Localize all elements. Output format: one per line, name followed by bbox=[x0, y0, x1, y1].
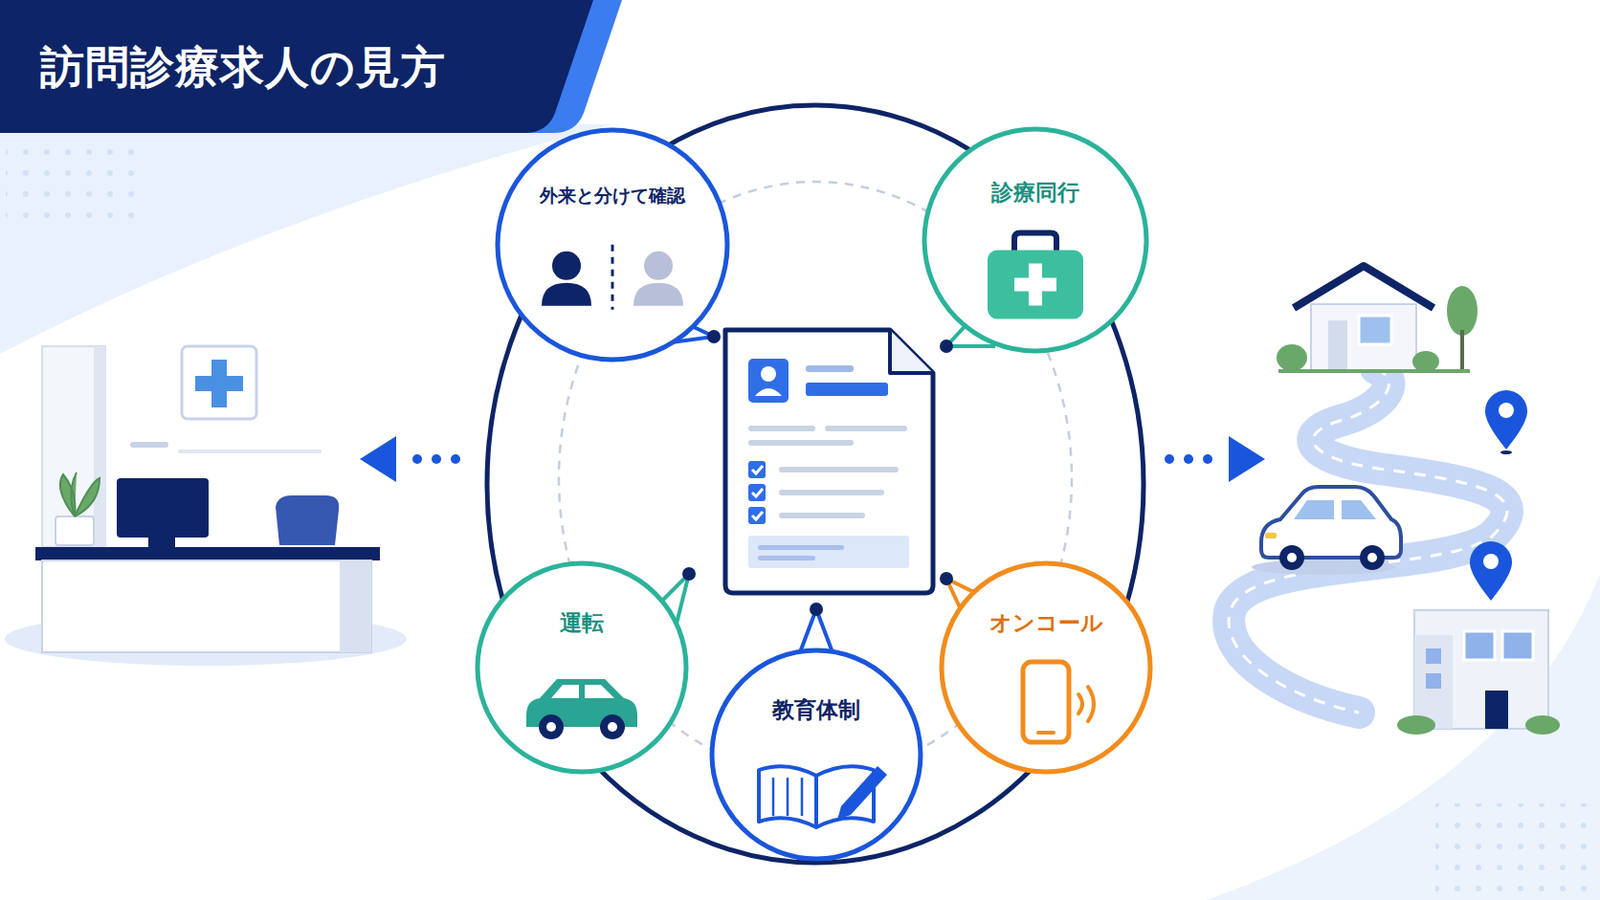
callout-bubble: 運転 bbox=[474, 560, 689, 776]
callout-bubble: 外来と分けて確認 bbox=[494, 127, 731, 363]
bubble-outline bbox=[474, 560, 689, 776]
callout-bubble: 教育体制 bbox=[709, 647, 924, 863]
dot-texture bbox=[1435, 803, 1594, 895]
route-illustration bbox=[1228, 266, 1560, 735]
bag-icon bbox=[987, 232, 1084, 319]
people-icon bbox=[541, 244, 684, 311]
document-icon bbox=[725, 330, 934, 594]
title-band bbox=[0, 0, 594, 134]
title-accent bbox=[0, 0, 623, 134]
book-icon bbox=[758, 766, 888, 828]
bubble-label: 外来と分けて確認 bbox=[494, 184, 731, 207]
left-arrow bbox=[359, 436, 461, 483]
bubble-label: 運転 bbox=[474, 609, 689, 637]
bubble-tails bbox=[643, 315, 996, 661]
car-icon bbox=[526, 679, 638, 740]
clinic-illustration bbox=[4, 346, 407, 667]
title: 訪問診療求人の見方 bbox=[40, 42, 446, 93]
bubble-outline bbox=[938, 560, 1154, 776]
bubble-outline bbox=[709, 647, 924, 863]
bubble-label: 教育体制 bbox=[709, 696, 924, 724]
bg-swoosh bbox=[1205, 574, 1600, 900]
callout-bubble: 診療同行 bbox=[921, 126, 1150, 355]
bubble-label: オンコール bbox=[938, 609, 1154, 637]
bubble-outline bbox=[921, 126, 1150, 355]
callout-bubble: オンコール bbox=[938, 560, 1154, 776]
dot-texture bbox=[5, 143, 150, 230]
bubble-outline bbox=[494, 127, 731, 363]
phone-icon bbox=[1022, 662, 1094, 743]
bubble-label: 診療同行 bbox=[921, 178, 1150, 206]
right-arrow bbox=[1164, 436, 1266, 483]
